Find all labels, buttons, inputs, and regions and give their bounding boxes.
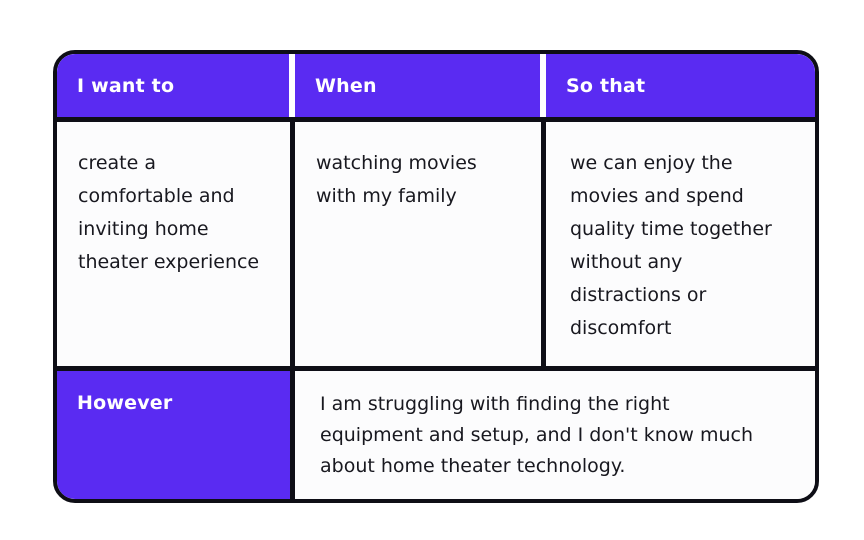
however-cell: However <box>57 371 290 499</box>
header-label-so-that: So that <box>566 74 646 97</box>
blocker-cell: I am struggling with finding the right e… <box>295 371 815 499</box>
header-row: I want to When So that <box>57 54 815 117</box>
user-story-table: I want to When So that create a comforta… <box>53 50 819 503</box>
blocker-text: I am struggling with finding the right e… <box>320 393 754 477</box>
body-text-so-that: we can enjoy the movies and spend qualit… <box>570 152 772 339</box>
header-label-when: When <box>315 74 377 97</box>
however-label: However <box>77 392 173 414</box>
header-divider <box>540 54 546 117</box>
row-divider <box>57 117 815 122</box>
column-divider <box>541 122 546 366</box>
however-row: However I am struggling with finding the… <box>57 371 815 499</box>
header-cell-when: When <box>295 54 540 117</box>
body-row: create a comfortable and inviting home t… <box>57 122 815 366</box>
header-label-i-want-to: I want to <box>77 74 175 97</box>
body-cell-when: watching movies with my family <box>295 122 541 366</box>
column-divider <box>290 122 295 366</box>
body-text-want: create a comfortable and inviting home t… <box>78 152 260 273</box>
body-cell-so-that: we can enjoy the movies and spend qualit… <box>546 122 815 366</box>
header-cell-so-that: So that <box>546 54 815 117</box>
column-divider <box>290 371 295 499</box>
body-cell-want: create a comfortable and inviting home t… <box>57 122 290 366</box>
header-divider <box>289 54 295 117</box>
row-divider <box>57 366 815 371</box>
header-cell-i-want-to: I want to <box>57 54 289 117</box>
body-text-when: watching movies with my family <box>316 152 477 207</box>
